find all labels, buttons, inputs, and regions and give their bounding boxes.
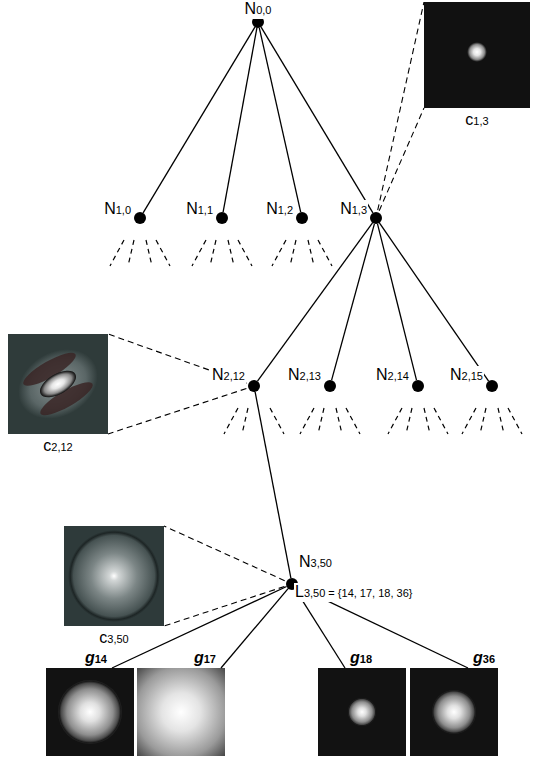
leader-connector — [164, 526, 285, 626]
node-label: N2,14 — [375, 366, 410, 385]
node-label: c2,12 — [42, 437, 73, 456]
tree-edge — [255, 392, 291, 578]
leader-connector — [378, 2, 424, 211]
node-label: N3,50 — [298, 553, 333, 572]
tree-edge — [261, 27, 373, 213]
node-label: N2,15 — [449, 366, 484, 385]
tree-node-dot: N1,0 — [134, 212, 146, 224]
tree-node-dot: N1,1 — [216, 212, 228, 224]
tree-edge — [143, 27, 255, 213]
filter-image: g36 — [410, 668, 498, 756]
filter-image: c2,12 — [8, 334, 108, 434]
subtree-stubs — [110, 240, 522, 434]
filter-image: g14 — [46, 668, 134, 756]
tree-edge — [223, 28, 257, 212]
tree-node-dot: N2,12 — [248, 380, 260, 392]
filter-image: c1,3 — [424, 2, 530, 108]
tree-node-dot: N1,3 — [370, 212, 382, 224]
tree-edge — [259, 28, 300, 212]
filter-label: g36 — [472, 649, 496, 668]
node-label: N1,3 — [339, 200, 368, 219]
filter-image: c3,50 — [64, 526, 164, 626]
filter-image: g17 — [137, 668, 225, 756]
node-label: N2,12 — [211, 366, 246, 385]
tree-node-dot: N2,13 — [324, 380, 336, 392]
tree-edge — [332, 224, 375, 380]
filter-label: g17 — [193, 649, 217, 668]
tree-edge — [379, 223, 488, 381]
node-label: N1,0 — [103, 200, 132, 219]
filter-label: g18 — [349, 649, 373, 668]
tree-node-dot: N2,15 — [486, 380, 498, 392]
node-label: N2,13 — [287, 366, 322, 385]
tree-edge — [112, 587, 287, 669]
node-label: c1,3 — [464, 111, 489, 130]
tree-node-dot: N3,50L3,50 = {14, 17, 18, 36} — [286, 578, 298, 590]
node-label: N0,0 — [244, 0, 273, 19]
tree-edge — [258, 223, 373, 381]
tree-edge — [221, 589, 288, 668]
leaf-list-label: L3,50 = {14, 17, 18, 36} — [294, 583, 413, 602]
node-label: N1,2 — [265, 200, 294, 219]
tree-node-dot: N1,2 — [296, 212, 308, 224]
node-label: N1,1 — [185, 200, 214, 219]
node-label: c3,50 — [98, 629, 129, 648]
filter-label: g14 — [84, 649, 108, 668]
leader-connector — [108, 334, 247, 434]
tree-node-dot: N2,14 — [412, 380, 424, 392]
tree-node-dot: N0,0 — [252, 16, 264, 28]
filter-image: g18 — [318, 668, 406, 756]
